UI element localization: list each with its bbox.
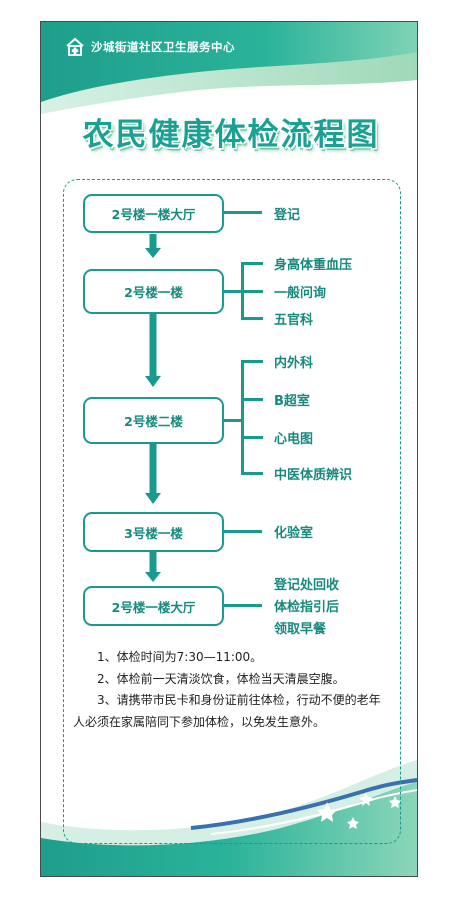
flow-step-3-service-3: 心电图 [274,432,314,447]
flow-step-3-service-1: 内外科 [274,356,314,371]
flow-arrow-4 [145,552,161,582]
flow-step-2-service-1: 身高体重血压 [274,258,353,273]
flow-arrow-3 [145,444,161,504]
notes: 1、体检时间为7:30—11:00。 2、体检前一天清淡饮食，体检当天清晨空腹。… [73,647,391,733]
flow-step-5-location: 2号楼一楼大厅 [83,586,224,626]
health-center-logo-icon [66,37,84,56]
flow-step-3-service-4: 中医体质辨识 [274,468,353,483]
flow-step-2-service-3: 五官科 [274,313,314,328]
connector-line [224,211,262,214]
bracket-tick [241,398,263,401]
connector-line [224,419,242,422]
bracket-tick [241,360,263,363]
background-art [41,22,417,876]
flow-step-1-service-1: 登记 [274,208,301,223]
star-decor [317,792,401,829]
connector-line [224,530,262,533]
org-header: 沙城街道社区卫生服务中心 [65,36,235,58]
org-name: 沙城街道社区卫生服务中心 [91,40,235,54]
note-1: 1、体检时间为7:30—11:00。 [97,650,263,664]
bracket-tick [241,317,263,320]
flow-step-2-location: 2号楼一楼 [83,269,224,314]
flow-step-5-service-2: 体检指引后 [274,600,340,615]
flow-step-5-service-1: 登记处回收 [274,578,340,593]
poster: 沙城街道社区卫生服务中心 农民健康体检流程图 2号楼一楼大厅 登记 2号楼一楼 … [40,21,418,877]
flowchart-frame [63,179,401,844]
flow-step-4-location: 3号楼一楼 [83,512,224,552]
flow-step-1-location: 2号楼一楼大厅 [83,194,224,233]
bracket-tick [241,290,263,293]
bracket-tick [241,262,263,265]
flow-step-3-service-2: B超室 [274,394,310,409]
flow-arrow-1 [145,234,161,258]
poster-title: 农民健康体检流程图 [82,117,380,153]
note-2: 2、体检前一天清淡饮食，体检当天清晨空腹。 [97,671,345,686]
bracket-tick [241,436,263,439]
flow-step-2-service-2: 一般问询 [274,286,327,301]
flow-arrow-2 [145,314,161,387]
bracket-tick [241,472,263,475]
connector-line [224,604,262,607]
note-3: 3、请携带市民卡和身份证前往体检，行动不便的老年人必须在家属陪同下参加体检，以免… [73,693,381,729]
flow-step-5-service-3: 领取早餐 [274,622,327,637]
connector-line [224,290,242,293]
flow-arrows [145,234,161,582]
flow-step-4-service-1: 化验室 [274,526,314,541]
bracket-line [241,360,244,475]
flow-step-3-location: 2号楼二楼 [83,397,224,444]
